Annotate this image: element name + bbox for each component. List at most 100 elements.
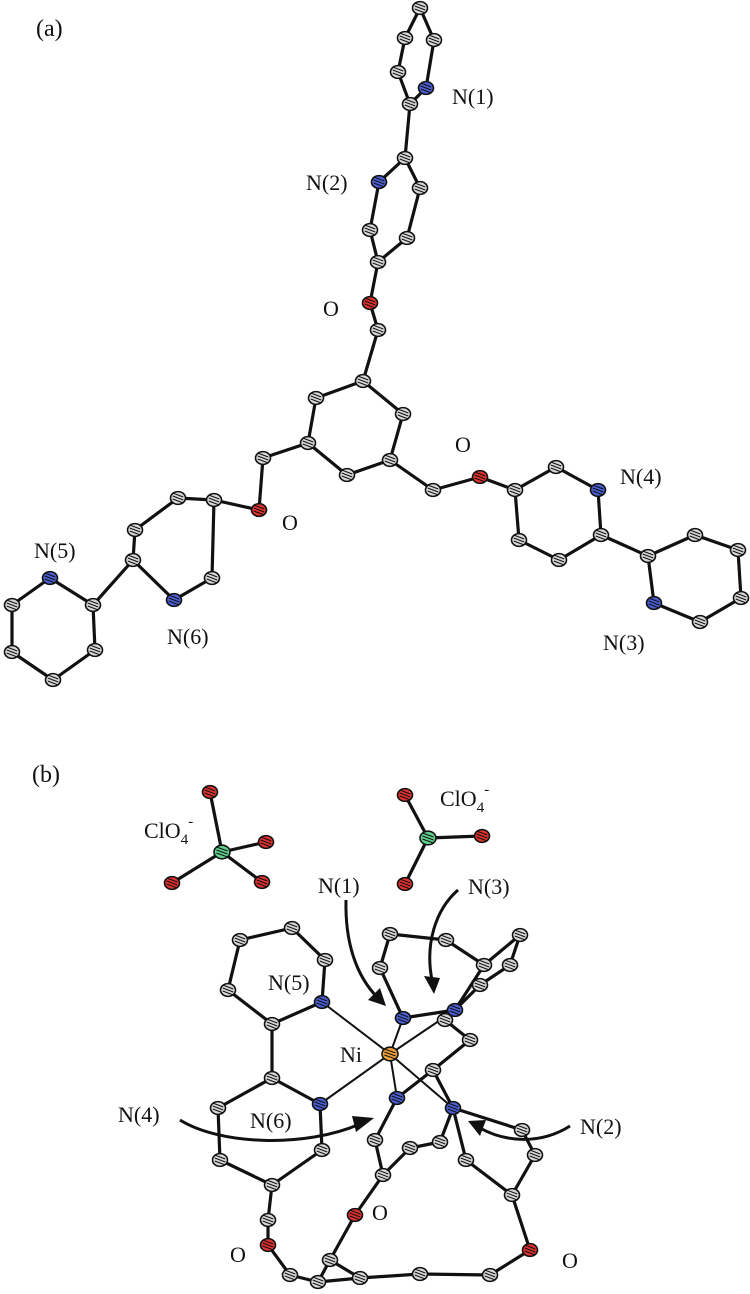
b-atom-c <box>209 1100 227 1116</box>
a-bond <box>210 498 216 580</box>
a-atom-c <box>203 570 221 586</box>
a-atom-n <box>417 80 435 96</box>
label-b-o-left: O <box>230 1242 246 1267</box>
a-bond <box>10 650 55 682</box>
a-atom-n <box>41 570 59 586</box>
a-atom-c <box>369 322 387 338</box>
b-atom-n <box>311 1096 329 1112</box>
a-bond <box>652 601 702 624</box>
a-bond <box>91 558 135 607</box>
b-bond <box>426 834 484 840</box>
b-bond <box>319 1053 391 1105</box>
b-atom-c <box>283 920 301 936</box>
a-atom-c <box>639 548 657 564</box>
b-bond <box>403 793 430 840</box>
b-atom-o <box>257 834 275 850</box>
a-atom-n <box>370 174 388 190</box>
b-bond <box>388 932 448 942</box>
a-atom-c <box>369 254 387 270</box>
a-bond <box>388 458 435 492</box>
a-bond <box>557 533 603 562</box>
b-bond <box>464 1158 514 1197</box>
a-atom-c <box>307 390 325 406</box>
b-atom-c <box>457 1152 475 1168</box>
a-atom-c <box>126 522 144 538</box>
label-b-ni: Ni <box>340 1042 362 1067</box>
b-atom-c <box>263 1016 281 1032</box>
a-atom-c <box>592 527 610 543</box>
a-bond <box>513 488 521 542</box>
a-atom-o <box>361 295 379 311</box>
arrow-head-n1 <box>368 988 386 1006</box>
b-atom-c <box>371 960 389 976</box>
b-atom-c <box>513 1122 531 1138</box>
b-atom-c <box>374 1167 392 1183</box>
b-atom-o <box>346 1207 364 1223</box>
a-atom-c <box>84 597 102 613</box>
b-atom-c <box>351 1270 369 1286</box>
b-atom-c <box>461 1032 479 1048</box>
b-atom-o <box>396 876 414 892</box>
label-b-n3: N(3) <box>468 874 510 899</box>
a-atom-c <box>44 672 62 688</box>
label-b-clo4-left: ClO4- <box>144 814 193 848</box>
panel-label-b: (b) <box>32 762 60 788</box>
a-bond <box>306 396 318 445</box>
arrow-n2 <box>479 1124 571 1141</box>
a-atom-c <box>381 452 399 468</box>
a-bond <box>91 603 97 652</box>
b-bond <box>482 933 522 967</box>
a-atom-c <box>86 642 104 658</box>
b-atom-c <box>281 1267 299 1283</box>
a-atom-c <box>729 542 747 558</box>
label-a-n1: N(1) <box>452 84 494 109</box>
label-b-o-center: O <box>372 1200 388 1225</box>
b-bond <box>451 1106 468 1162</box>
arrow-n4 <box>179 1118 361 1142</box>
b-atom-o <box>253 874 271 890</box>
b-atom-n <box>394 1010 412 1026</box>
b-atom-c <box>511 927 529 943</box>
a-atom-c <box>394 406 412 422</box>
b-bond <box>170 850 224 885</box>
a-bond <box>368 180 381 232</box>
b-bond <box>418 1272 492 1277</box>
b-bond <box>353 1173 385 1217</box>
b-bond <box>226 988 274 1026</box>
b-bond <box>238 926 294 942</box>
b-atom-c <box>316 952 334 968</box>
label-a-o-left: O <box>282 510 298 535</box>
b-atom-c <box>309 1274 327 1290</box>
a-bond <box>405 186 422 240</box>
b-atom-c <box>411 1266 429 1282</box>
label-a-o-top: O <box>323 296 339 321</box>
b-atom-c <box>431 1134 449 1150</box>
a-atom-c <box>3 597 21 613</box>
arrow-head-n4 <box>352 1116 374 1132</box>
a-bond <box>133 496 180 532</box>
b-atom-cl <box>419 830 437 846</box>
a-bond <box>596 488 603 537</box>
b-atom-c <box>231 932 249 948</box>
a-atom-c <box>124 552 142 568</box>
b-atom-c <box>526 1147 544 1163</box>
b-atom-n <box>444 1100 462 1116</box>
a-atom-o <box>250 502 268 518</box>
label-a-n4: N(4) <box>620 464 662 489</box>
a-atom-c <box>424 482 442 498</box>
b-atom-c <box>263 1177 281 1193</box>
b-bond <box>328 1213 357 1262</box>
a-atom-c <box>411 0 429 16</box>
b-atom-c <box>503 1187 521 1203</box>
b-atom-o <box>163 875 181 891</box>
label-b-n5: N(5) <box>268 970 310 995</box>
b-atom-c <box>481 1267 499 1283</box>
a-atom-c <box>254 450 272 466</box>
b-atom-n <box>446 1002 464 1018</box>
label-b-o-right: O <box>562 1248 578 1273</box>
label-b-n2: N(2) <box>580 1114 622 1139</box>
a-bond <box>646 533 697 558</box>
b-atom-c <box>424 1062 442 1078</box>
a-atom-c <box>299 435 317 451</box>
a-bond <box>599 533 650 558</box>
